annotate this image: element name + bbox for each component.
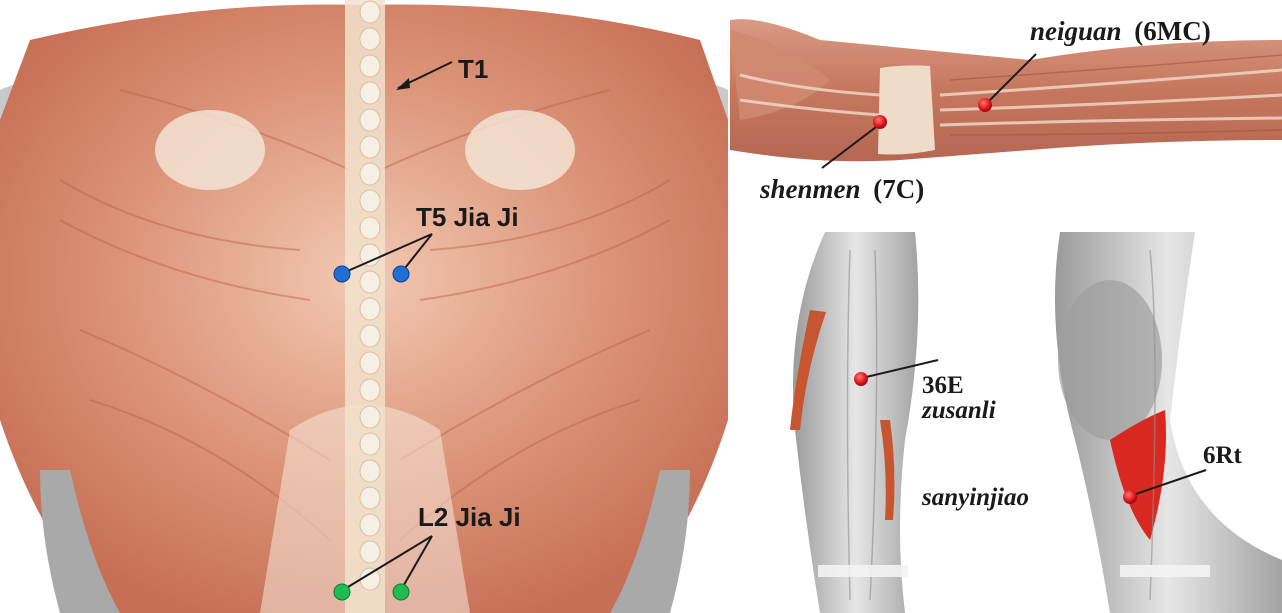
vertebra [360,244,380,266]
t5-jiaji-label: T5 Jia Ji [416,202,519,232]
vertebra [360,514,380,536]
leg-illustration [790,232,1282,613]
t5-left-point [334,266,350,282]
zusanli-name: zusanli [921,397,996,424]
vertebra [360,271,380,293]
vertebra [360,298,380,320]
vertebra [360,136,380,158]
neiguan-label: neiguan (6MC) [1030,16,1211,46]
vertebra [360,406,380,428]
vertebra [360,460,380,482]
zusanli-point [854,372,868,386]
vertebra [360,28,380,50]
t1-label: T1 [458,54,488,84]
shenmen-code: (7C) [873,174,924,204]
t5-right-point [393,266,409,282]
vertebra [360,325,380,347]
vertebra [360,82,380,104]
vertebra [360,190,380,212]
sanyinjiao-code: 6Rt [1203,442,1243,469]
neiguan-point [978,98,992,112]
neiguan-code: (6MC) [1134,16,1210,46]
vertebra [360,217,380,239]
sanyinjiao-point [1123,490,1137,504]
l2-left-point [334,584,350,600]
vertebra [360,352,380,374]
sanyinjiao-name: sanyinjiao [921,484,1029,511]
vertebra [360,163,380,185]
vertebra [360,109,380,131]
l2-right-point [393,584,409,600]
zusanli-code: 36E [922,372,964,399]
shenmen-point [873,115,887,129]
vertebra [360,55,380,77]
vertebra [360,1,380,23]
shenmen-name: shenmen [759,174,861,204]
neiguan-name: neiguan [1030,16,1122,46]
l2-jiaji-label: L2 Jia Ji [418,502,521,532]
vertebra [360,379,380,401]
shenmen-label: shenmen (7C) [759,174,924,204]
vertebra [360,541,380,563]
vertebra [360,433,380,455]
vertebra [360,487,380,509]
